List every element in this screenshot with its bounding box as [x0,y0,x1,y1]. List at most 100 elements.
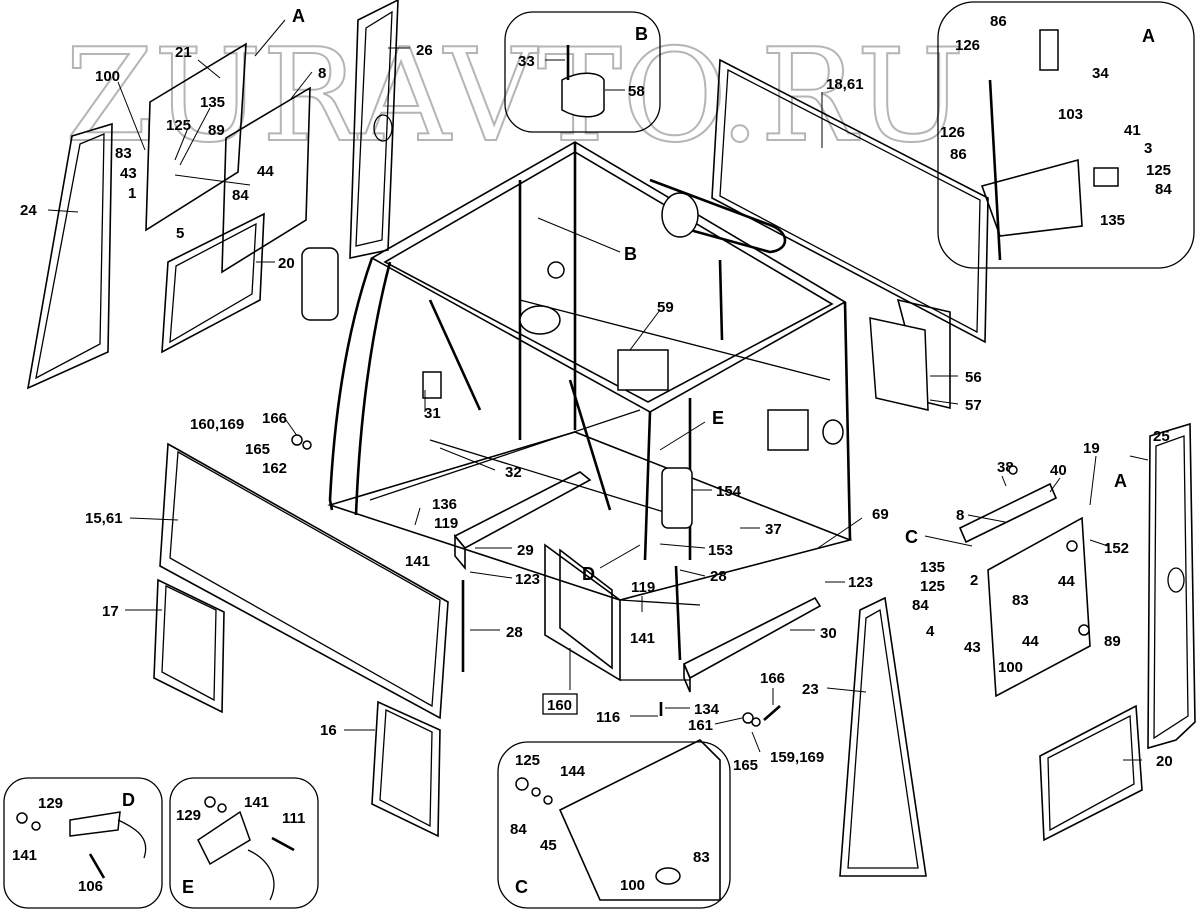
label-141a: 141 [405,553,430,570]
label-8b: 8 [956,507,964,524]
label-A-top: A [292,6,305,26]
label-A-3: 3 [1144,140,1152,157]
label-69: 69 [872,506,889,523]
label-119a: 119 [434,515,458,532]
label-84: 84 [232,187,249,204]
label-44c: 44 [1022,633,1039,650]
label-E-ref: E [712,408,724,428]
inset-label-D: D [122,790,135,810]
label-135b: 135 [920,559,945,576]
label-C-ref: C [905,527,918,547]
label-123b: 123 [848,574,873,591]
label-83b: 83 [1012,592,1029,609]
label-A-125: 125 [1146,162,1171,179]
label-59: 59 [657,299,674,316]
label-A-135: 135 [1100,212,1125,229]
label-84b: 84 [912,597,929,614]
label-A-right: A [1114,471,1127,491]
label-40: 40 [1050,462,1067,479]
label-165b: 165 [733,757,758,774]
label-159-169: 159,169 [770,749,824,766]
label-4: 4 [926,623,935,640]
label-166: 166 [262,410,287,427]
label-136: 136 [432,496,457,513]
inset-C: C [497,739,731,909]
glass-panels [26,0,1196,877]
label-43b: 43 [964,639,981,656]
label-160: 160 [547,697,572,714]
leader-lines [47,19,1149,761]
label-18-61: 18,61 [826,76,864,93]
label-44b: 44 [1058,573,1075,590]
label-D-ref: D [582,564,595,584]
label-33: 33 [518,53,535,70]
inset-label-C: C [515,877,528,897]
label-32: 32 [505,464,522,481]
label-23: 23 [802,681,819,698]
inset-B: B [504,11,661,133]
inset-E: E [169,777,319,909]
label-A-126b: 126 [940,124,965,141]
cab-frame [327,141,853,682]
label-125: 125 [166,117,191,134]
label-153: 153 [708,542,733,559]
label-A-103: 103 [1058,106,1083,123]
label-29: 29 [517,542,534,559]
label-A-86a: 86 [990,13,1007,30]
label-20b: 20 [1156,753,1173,770]
label-A-84: 84 [1155,181,1172,198]
label-24: 24 [20,202,37,219]
label-A-34: 34 [1092,65,1109,82]
watermark: ZURAVTO.RU [65,22,964,171]
label-5: 5 [176,225,184,242]
label-C-83: 83 [693,849,710,866]
label-28a: 28 [710,568,727,585]
label-160-box: 160 [542,693,578,715]
inset-label-A: A [1142,26,1155,46]
label-165: 165 [245,441,270,458]
label-C-100: 100 [620,877,645,894]
label-21: 21 [175,44,192,61]
label-17: 17 [102,603,119,620]
label-134: 134 [694,701,720,718]
label-C-144: 144 [560,763,586,780]
label-26: 26 [416,42,433,59]
label-D-106: 106 [78,878,103,895]
inset-A: A [937,1,1195,269]
label-56: 56 [965,369,982,386]
label-A-126a: 126 [955,37,980,54]
label-30: 30 [820,625,837,642]
label-A-86b: 86 [950,146,967,163]
label-1: 1 [128,185,136,202]
label-E-111: 111 [282,810,305,827]
label-37: 37 [765,521,782,538]
label-C-45: 45 [540,837,557,854]
label-E-129: 129 [176,807,201,824]
label-123a: 123 [515,571,540,588]
label-C-84: 84 [510,821,527,838]
inset-label-E: E [182,877,194,897]
label-25: 25 [1153,428,1170,445]
label-100: 100 [95,68,120,85]
part-labels: 21 A 100 135 125 89 83 43 1 84 44 5 8 26… [12,6,1173,895]
fasteners [16,434,1090,879]
label-C-125: 125 [515,752,540,769]
label-D-129: 129 [38,795,63,812]
label-154: 154 [716,483,742,500]
label-43: 43 [120,165,137,182]
label-15-61: 15,61 [85,510,123,527]
label-166b: 166 [760,670,785,687]
label-162: 162 [262,460,287,477]
label-44: 44 [257,163,274,180]
label-20: 20 [278,255,295,272]
label-2: 2 [970,572,978,589]
label-31: 31 [424,405,441,422]
label-28b: 28 [506,624,523,641]
label-100b: 100 [998,659,1023,676]
label-89: 89 [208,122,225,139]
inset-D: D [3,777,163,909]
label-19: 19 [1083,440,1100,457]
label-E-141: 141 [244,794,269,811]
label-89b: 89 [1104,633,1121,650]
label-57: 57 [965,397,982,414]
